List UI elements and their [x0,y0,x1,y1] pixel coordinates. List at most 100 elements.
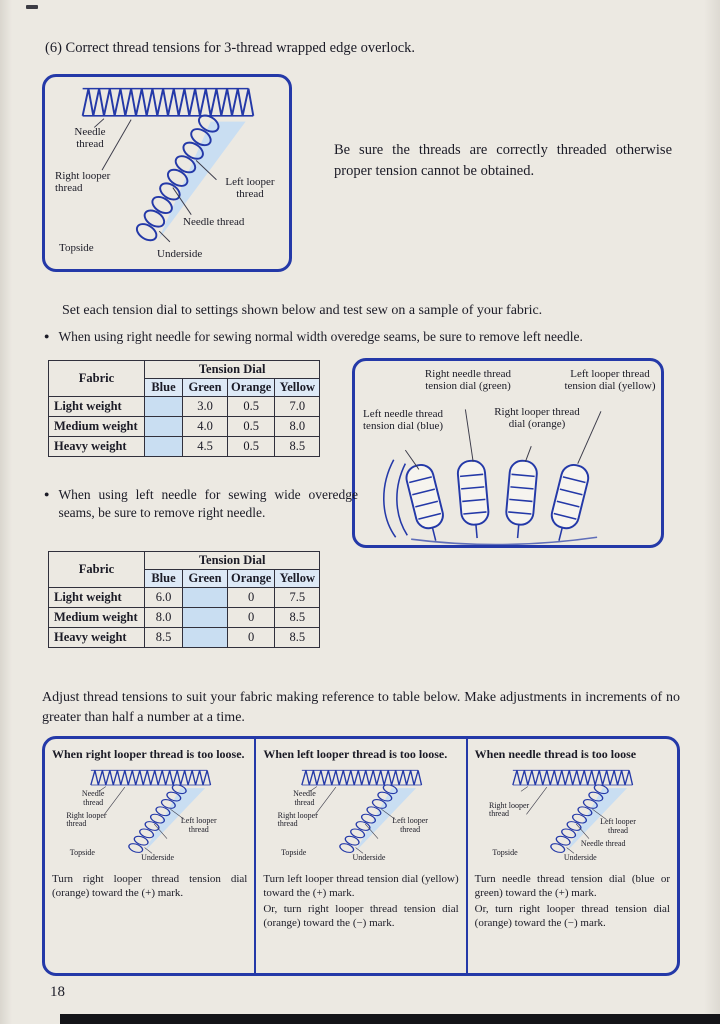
cell-yellow: 8.5 [274,436,321,457]
label-topside: Topside [59,242,94,254]
label-right-needle-dial: Right needle thread tension dial (green) [424,368,512,392]
cell-blue: 8.0 [144,607,183,628]
trouble-title: When needle thread is too loose [474,747,637,761]
trouble-title: When right looper thread is too loose. [52,747,245,761]
col-header-blue: Blue [144,569,183,588]
stitch-diagram-mini: Needle thread Right looper thread Left l… [276,764,446,868]
col-header-green: Green [182,378,228,397]
col-header-blue: Blue [144,378,183,397]
cell-blue [144,436,183,457]
cell-orange: 0 [226,607,276,628]
scan-edge [60,1014,720,1024]
label-right-looper-thread: Right looper thread [277,810,318,829]
cell-yellow: 7.5 [274,587,321,608]
scan-artifact-mark [26,5,38,9]
label-topside: Topside [69,848,95,858]
trouble-col-right-looper: When right looper thread is too loose. N… [45,739,254,973]
dial-diagram-art [383,409,602,545]
label-left-looper-thread: Left looper thread [600,817,636,835]
cell-yellow: 8.5 [274,627,321,648]
cell-blue: 8.5 [144,627,183,648]
label-needle-thread: Needle thread [580,839,626,849]
cell-orange: 0.5 [226,396,276,417]
label-right-looper-thread: Right looper thread [55,170,111,194]
cell-green [182,607,228,628]
cell-blue [144,416,183,437]
bullet-left-needle-text: When using left needle for sewing wide o… [58,487,358,520]
trouble-instruction: Or, turn right looper thread tension dia… [263,903,459,930]
table-row: Light weight 3.0 0.5 7.0 [48,396,321,417]
table-row: Heavy weight 8.5 0 8.5 [48,627,321,648]
col-header-orange: Orange [226,378,276,397]
bullet-icon: ● [44,331,50,341]
bullet-right-needle: ● When using right needle for sewing nor… [44,328,678,346]
trouble-instruction: Or, turn right looper thread tension dia… [474,903,670,930]
label-needle-thread-top: Needle thread [74,126,106,150]
cell-orange: 0 [226,587,276,608]
cell-green: 3.0 [182,396,228,417]
stitch-diagram-box: Needle thread Right looper thread Left l… [42,74,292,272]
label-needle-thread-bottom: Needle thread [183,216,245,228]
label-right-looper-dial: Right looper thread dial (orange) [494,406,580,430]
label-topside: Topside [492,848,518,858]
cell-yellow: 8.5 [274,607,321,628]
label-left-looper-thread: Left looper thread [392,816,428,834]
cell-green [182,587,228,608]
label-underside: Underside [157,248,203,260]
label-left-needle-dial: Left needle thread tension dial (blue) [363,408,444,432]
label-left-looper-dial: Left looper thread tension dial (yellow) [564,368,656,392]
label-underside: Underside [563,852,597,862]
cell-green [182,627,228,648]
table-row: Medium weight 8.0 0 8.5 [48,607,321,628]
tension-table-left-needle: Fabric Tension Dial Blue Green Orange Ye… [48,551,321,648]
col-header-yellow: Yellow [274,378,321,397]
trouble-instruction: Turn needle thread tension dial (blue or… [474,873,670,899]
cell-fabric: Heavy weight [48,436,145,457]
cell-orange: 0.5 [226,436,276,457]
col-header-yellow: Yellow [274,569,321,588]
col-header-tension-dial: Tension Dial [143,551,321,570]
col-header-green: Green [182,569,228,588]
stitch-diagram-mini: Right looper thread Left looper thread N… [487,764,657,868]
label-needle-thread: Needle thread [81,789,105,807]
cell-yellow: 8.0 [274,416,321,437]
trouble-instruction: Turn left looper thread tension dial (ye… [263,873,459,899]
stitch-diagram-art [81,87,255,243]
section-heading: (6) Correct thread tensions for 3-thread… [45,40,416,56]
label-topside: Topside [281,848,307,858]
trouble-col-needle-thread: When needle thread is too loose Right lo… [465,739,677,973]
troubleshoot-box: When right looper thread is too loose. N… [42,736,680,976]
cell-fabric: Light weight [48,396,145,417]
cell-yellow: 7.0 [274,396,321,417]
col-header-fabric: Fabric [48,360,145,397]
cell-fabric: Light weight [48,587,145,608]
trouble-col-left-looper: When left looper thread is too loose. Ne… [254,739,465,973]
cell-fabric: Heavy weight [48,627,145,648]
tension-table-right-needle: Fabric Tension Dial Blue Green Orange Ye… [48,360,321,457]
col-header-tension-dial: Tension Dial [143,360,321,379]
bullet-right-needle-text: When using right needle for sewing norma… [58,329,583,344]
label-needle-thread: Needle thread [293,789,316,807]
cell-green: 4.0 [182,416,228,437]
label-right-looper-thread: Right looper thread [489,800,530,818]
cell-blue [144,396,183,417]
table-row: Medium weight 4.0 0.5 8.0 [48,416,321,437]
dial-diagram-box: Right needle thread tension dial (green)… [352,358,664,548]
label-left-looper-thread: Left looper thread [225,176,275,200]
cell-orange: 0.5 [226,416,276,437]
table-row: Light weight 6.0 0 7.5 [48,587,321,608]
bullet-icon: ● [44,489,50,499]
label-underside: Underside [141,852,175,862]
cell-green: 4.5 [182,436,228,457]
cell-fabric: Medium weight [48,416,145,437]
bullet-left-needle: ● When using left needle for sewing wide… [44,486,358,521]
table-row: Heavy weight 4.5 0.5 8.5 [48,436,321,457]
cell-fabric: Medium weight [48,607,145,628]
cell-blue: 6.0 [144,587,183,608]
col-header-orange: Orange [226,569,276,588]
set-dials-text: Set each tension dial to settings shown … [62,303,543,318]
trouble-instruction: Turn right looper thread tension dial (o… [52,873,248,899]
threading-note: Be sure the threads are correctly thread… [334,142,672,180]
adjust-paragraph: Adjust thread tensions to suit your fabr… [42,690,680,726]
